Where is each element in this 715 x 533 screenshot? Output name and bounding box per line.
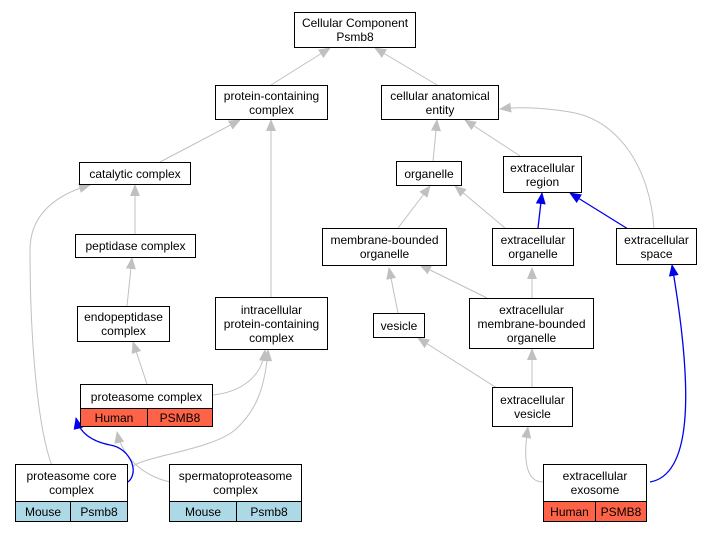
node-intracellular-protein-containing-complex[interactable]: intracellular protein-containing complex — [215, 297, 328, 350]
node-line: complex — [49, 483, 94, 497]
edge-pcore-prot — [73, 417, 134, 483]
node-proteasome-core-complex[interactable]: proteasome core complex — [15, 464, 128, 502]
node-extracellular-membrane-bounded-organelle[interactable]: extracellular membrane-bounded organelle — [469, 298, 594, 349]
edge-exves-ves — [417, 337, 501, 391]
species-label-human: Human — [543, 501, 596, 522]
node-line: Psmb8 — [336, 30, 374, 44]
edge-exo-exsp — [649, 264, 687, 483]
gene-label: PSMB8 — [147, 408, 213, 427]
edge-exorg-exreg — [535, 192, 546, 229]
node-line: extracellular — [500, 233, 566, 247]
node-line: protein-containing — [223, 316, 320, 331]
node-line: intracellular — [240, 302, 303, 317]
gene-label: Psmb8 — [70, 501, 128, 522]
node-line: protein-containing — [223, 88, 320, 103]
edge-exmbo-mbo — [419, 264, 488, 299]
node-extracellular-organelle[interactable]: extracellular organelle — [492, 228, 574, 266]
node-line: catalytic complex — [89, 166, 181, 181]
edge-exreg-cae — [464, 119, 521, 157]
edge-pcc-root — [270, 47, 331, 86]
node-peptidase-complex[interactable]: peptidase complex — [75, 234, 196, 258]
edge-exorg-org — [454, 185, 506, 229]
species-label-mouse: Mouse — [169, 501, 237, 522]
node-extracellular-vesicle[interactable]: extracellular vesicle — [492, 387, 573, 427]
edge-org-cae — [430, 119, 441, 162]
node-line: complex — [101, 324, 146, 338]
node-line: extracellular — [499, 302, 564, 317]
edge-exsp-exreg — [569, 192, 629, 230]
node-organelle[interactable]: organelle — [396, 161, 462, 186]
edge-exsp-cae — [499, 102, 655, 229]
node-line: exosome — [570, 483, 620, 497]
node-proteasome-complex[interactable]: proteasome complex — [80, 384, 213, 409]
node-membrane-bounded-organelle[interactable]: membrane-bounded organelle — [322, 228, 447, 266]
node-line: proteasome core — [26, 469, 117, 483]
edge-mbo-org — [397, 185, 431, 229]
node-line: space — [640, 246, 673, 261]
node-extracellular-space[interactable]: extracellular space — [616, 228, 697, 265]
node-vesicle[interactable]: vesicle — [373, 313, 425, 338]
node-line: proteasome complex — [90, 389, 203, 404]
edge-ves-mbo — [386, 267, 399, 314]
species-label-human: Human — [80, 408, 148, 427]
node-line: Cellular Component — [301, 16, 409, 30]
node-protein-containing-complex[interactable]: protein-containing complex — [215, 85, 328, 120]
node-extracellular-exosome[interactable]: extracellular exosome — [543, 464, 647, 502]
edge-cae-root — [374, 47, 438, 86]
node-cellular-anatomical-entity[interactable]: cellular anatomical entity — [381, 85, 499, 120]
node-endopeptidase-complex[interactable]: endopeptidase complex — [77, 306, 170, 342]
node-line: extracellular — [624, 232, 689, 247]
node-line: organelle — [506, 330, 557, 345]
node-line: membrane-bounded — [330, 233, 439, 247]
gene-label: Psmb8 — [236, 501, 302, 522]
node-line: vesicle — [514, 407, 551, 421]
node-line: region — [525, 174, 560, 189]
node-line: cellular anatomical — [390, 88, 490, 103]
node-line: endopeptidase — [84, 310, 163, 324]
edge-endo-pep — [125, 257, 136, 307]
node-catalytic-complex[interactable]: catalytic complex — [79, 162, 191, 185]
edge-exo-exves — [521, 426, 544, 483]
edge-prot-ipcc — [212, 349, 269, 396]
edge-pcore-cat — [29, 183, 91, 467]
node-line: organelle — [508, 247, 558, 261]
node-line: complex — [249, 102, 294, 117]
node-line: extracellular — [500, 393, 565, 407]
node-cellular-component[interactable]: Cellular Component Psmb8 — [294, 12, 416, 48]
edge-spermat-ipcc — [132, 349, 273, 467]
node-spermatoproteasome-complex[interactable]: spermatoproteasome complex — [169, 464, 302, 502]
node-line: extracellular — [562, 469, 628, 483]
node-line: complex — [249, 330, 294, 345]
node-line: organelle — [404, 166, 454, 181]
edge-spermat-prot — [114, 431, 171, 483]
node-line: entity — [425, 102, 455, 117]
edge-cat-pcc — [159, 119, 241, 163]
node-line: spermatoproteasome — [178, 469, 293, 483]
gene-label: PSMB8 — [595, 501, 647, 522]
node-line: peptidase complex — [85, 239, 186, 253]
node-line: vesicle — [380, 318, 418, 333]
node-line: organelle — [359, 247, 410, 261]
species-label-mouse: Mouse — [15, 501, 71, 522]
node-line: complex — [213, 483, 258, 497]
node-line: extracellular — [510, 160, 575, 175]
node-extracellular-region[interactable]: extracellular region — [503, 156, 582, 193]
node-line: membrane-bounded — [477, 316, 586, 331]
edge-prot-endo — [131, 341, 148, 385]
